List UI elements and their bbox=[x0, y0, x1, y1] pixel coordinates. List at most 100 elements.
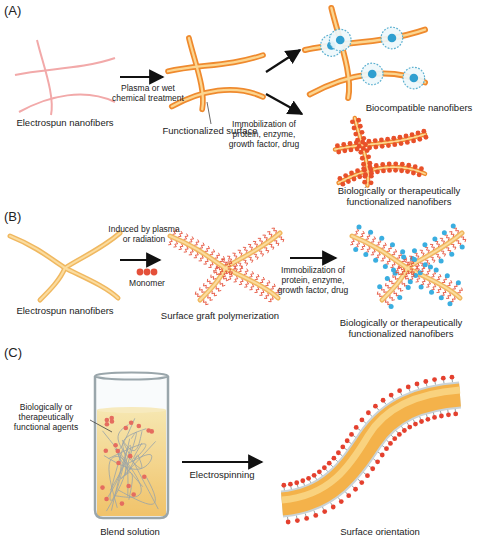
graft-chain bbox=[200, 243, 205, 248]
agent-dot bbox=[306, 476, 311, 481]
agent-stalk bbox=[369, 466, 371, 468]
graft-chain bbox=[210, 249, 215, 254]
agent-dot bbox=[361, 162, 366, 167]
agent-dot bbox=[406, 163, 411, 168]
agent-dot bbox=[380, 144, 385, 149]
agent-dot bbox=[339, 499, 344, 504]
agent-dot bbox=[337, 176, 342, 181]
agent-stalk bbox=[400, 392, 401, 395]
graft-chain bbox=[381, 256, 386, 261]
agent-dot bbox=[327, 461, 332, 466]
agent-dot bbox=[390, 242, 395, 247]
graft-chain bbox=[390, 262, 395, 267]
graft-chain bbox=[260, 277, 264, 283]
agent-dot bbox=[389, 393, 394, 398]
graft-chain bbox=[437, 274, 441, 280]
graft-chain bbox=[453, 284, 458, 289]
cell-nucleus bbox=[409, 74, 418, 83]
agent-stalk bbox=[331, 465, 333, 467]
fiber-coat bbox=[168, 55, 263, 71]
step-label: Electrospinning bbox=[170, 470, 274, 481]
graft-chain bbox=[194, 239, 198, 245]
agent-dot bbox=[355, 138, 360, 143]
graft-chain bbox=[376, 252, 381, 257]
agent-dot bbox=[343, 173, 348, 178]
agent-stalk bbox=[384, 402, 386, 404]
agent-dot bbox=[353, 487, 358, 492]
agent-stalk bbox=[377, 408, 379, 410]
agent-stalk bbox=[447, 410, 448, 413]
agent-dot bbox=[349, 171, 354, 176]
graft-chain bbox=[431, 271, 435, 277]
agent-dot bbox=[286, 520, 291, 525]
agent-stalk bbox=[344, 448, 346, 450]
agent-dot bbox=[388, 441, 393, 446]
agent-stalk bbox=[352, 486, 354, 488]
agent-dot bbox=[432, 415, 437, 420]
fiber-core bbox=[225, 268, 278, 298]
agent-dot bbox=[342, 148, 347, 153]
cell-body bbox=[381, 27, 403, 49]
step-label: Plasma or wet chemical treatment bbox=[108, 84, 188, 104]
graft-chain bbox=[265, 280, 270, 285]
graft-chain bbox=[228, 274, 232, 280]
agent-stalk bbox=[420, 417, 421, 420]
agent-dot bbox=[362, 180, 367, 185]
agent-dot bbox=[412, 257, 417, 262]
agent-dot bbox=[373, 258, 378, 263]
agent-dot bbox=[391, 136, 396, 141]
fiber-core bbox=[10, 236, 65, 268]
graft-chain bbox=[392, 249, 397, 254]
graft-chain bbox=[204, 259, 209, 264]
agent-dot bbox=[353, 132, 358, 137]
graft-chain bbox=[249, 284, 253, 290]
agent-dot bbox=[373, 145, 378, 150]
agent-dot bbox=[336, 150, 341, 155]
agent-dot bbox=[445, 273, 450, 278]
graft-chain bbox=[228, 261, 232, 267]
graft-chain bbox=[204, 283, 209, 288]
agent-dot bbox=[367, 164, 372, 169]
agent-dot bbox=[416, 131, 421, 136]
graft-chain bbox=[238, 250, 242, 256]
agent-dot bbox=[392, 436, 397, 441]
agent-dot bbox=[450, 375, 455, 380]
graft-chains bbox=[350, 223, 466, 308]
agent-dot bbox=[384, 446, 389, 451]
graft-chains bbox=[168, 228, 284, 305]
agent-dot bbox=[369, 171, 374, 176]
graft-chain bbox=[248, 244, 252, 250]
beaker-rim bbox=[95, 373, 168, 380]
caption-label: Surface orientation bbox=[300, 527, 460, 538]
graft-chain bbox=[381, 287, 386, 292]
graft-chain bbox=[179, 244, 183, 250]
fiber-core bbox=[352, 236, 407, 268]
agent-dot bbox=[375, 459, 380, 464]
agent-dot bbox=[408, 279, 413, 284]
agent-dot bbox=[369, 180, 374, 185]
graft-chain bbox=[208, 295, 213, 300]
graft-chain bbox=[387, 246, 392, 251]
step-label: Induced by plasma or radiation bbox=[106, 225, 182, 245]
caption-label: Blend solution bbox=[60, 527, 200, 538]
agent-stalk bbox=[370, 414, 372, 416]
agent-dot bbox=[401, 255, 406, 260]
fiber bbox=[407, 268, 460, 298]
graft-chain bbox=[385, 300, 390, 305]
graft-chain bbox=[199, 256, 204, 261]
cell-body bbox=[329, 29, 351, 51]
surface-agents bbox=[281, 375, 458, 525]
graft-chain bbox=[361, 244, 365, 250]
monomer-dots bbox=[137, 269, 158, 276]
fiber-core bbox=[407, 233, 462, 268]
agent-dot bbox=[365, 148, 370, 153]
agent-dot bbox=[429, 290, 434, 295]
graft-chain bbox=[393, 275, 398, 280]
agent-dot bbox=[357, 224, 362, 229]
graft-chain bbox=[450, 296, 455, 301]
graft-chain bbox=[233, 263, 237, 269]
graft-chain bbox=[238, 266, 242, 272]
graft-chain bbox=[386, 283, 391, 288]
graft-chain bbox=[232, 253, 236, 259]
agent-stalk bbox=[455, 409, 456, 412]
